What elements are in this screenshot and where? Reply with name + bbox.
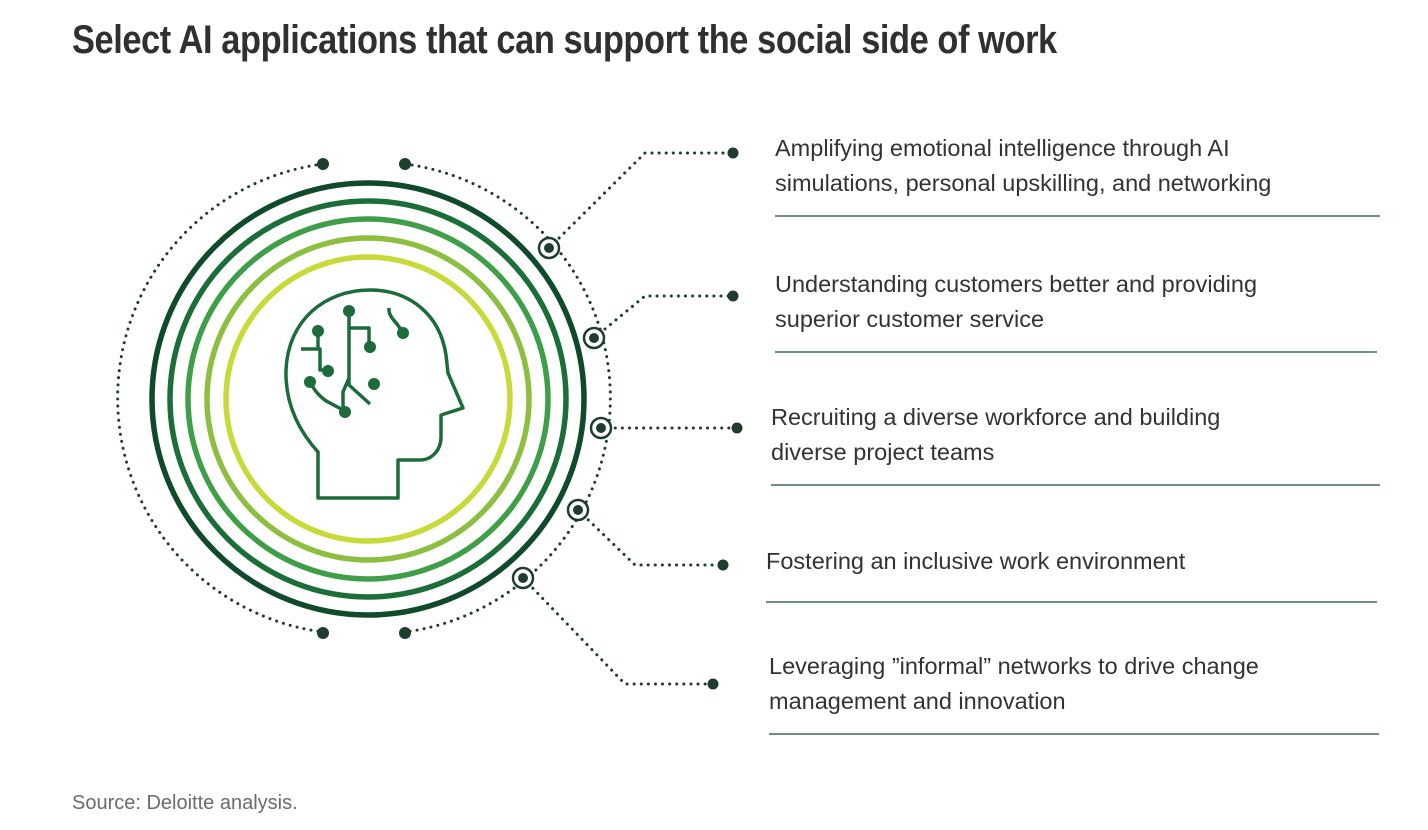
application-item-3: Recruiting a diverse workforce and build… <box>771 400 1380 486</box>
source-note: Source: Deloitte analysis. <box>72 792 298 814</box>
ring-1 <box>149 180 587 618</box>
item-line-1: Understanding customers better and provi… <box>775 271 1258 297</box>
application-item-2: Understanding customers better and provi… <box>775 267 1377 353</box>
ring-4 <box>204 235 532 563</box>
connector-lines <box>521 151 737 686</box>
item-line-1: Amplifying emotional intelligence throug… <box>775 135 1230 161</box>
arc-end-dots <box>317 158 411 639</box>
ring-2 <box>167 198 569 600</box>
item-line-1: Recruiting a diverse workforce and build… <box>771 404 1221 430</box>
concentric-rings <box>149 180 587 618</box>
item-line-2: management and innovation <box>769 688 1066 714</box>
ring-3 <box>185 216 551 582</box>
application-item-1: Amplifying emotional intelligence throug… <box>775 131 1380 217</box>
item-line-2: simulations, personal upskilling, and ne… <box>775 170 1272 196</box>
application-item-4: Fostering an inclusive work environment <box>766 544 1377 603</box>
node-target-icons <box>511 236 613 590</box>
item-line-2: superior customer service <box>775 306 1045 332</box>
connector-end-dots <box>707 147 743 690</box>
item-line-1: Leveraging ”informal” networks to drive … <box>769 653 1259 679</box>
outer-dotted-arc <box>116 162 612 634</box>
brain-circuit-head-icon <box>284 288 465 500</box>
item-line-1: Fostering an inclusive work environment <box>766 548 1186 574</box>
page-title: Select AI applications that can support … <box>72 18 1057 62</box>
ring-5 <box>223 254 513 544</box>
item-line-2: diverse project teams <box>771 439 995 465</box>
application-item-5: Leveraging ”informal” networks to drive … <box>769 649 1379 735</box>
